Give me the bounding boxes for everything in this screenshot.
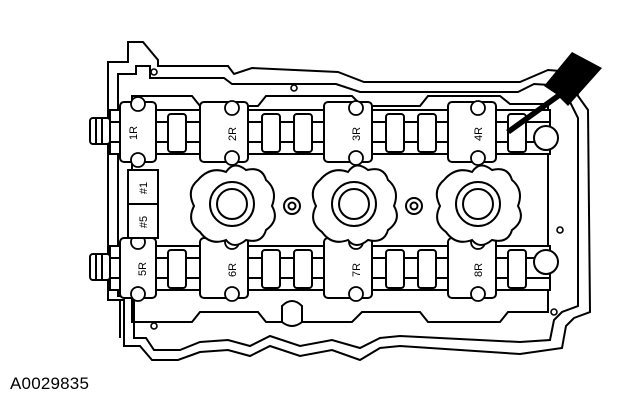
spark-plug-well-1 bbox=[189, 164, 276, 246]
label-5R: 5R bbox=[137, 262, 149, 276]
camshaft-lower bbox=[109, 237, 551, 299]
label-1R: 1R bbox=[128, 126, 140, 140]
label-2R: 2R bbox=[227, 127, 239, 141]
cylinder-head-outline bbox=[107, 41, 592, 362]
camshaft-upper bbox=[109, 101, 551, 163]
flange-holes bbox=[150, 68, 564, 330]
center-bosses bbox=[281, 197, 423, 327]
pointer-arrow bbox=[506, 52, 602, 134]
camshaft-nose-bottom bbox=[89, 253, 111, 281]
label-7R: 7R bbox=[351, 263, 363, 277]
label-4R: 4R bbox=[473, 127, 485, 141]
front-cover-plate bbox=[127, 169, 159, 239]
label-8R: 8R bbox=[473, 263, 485, 277]
cam-carrier-outline bbox=[131, 95, 549, 323]
spark-plug-well-3 bbox=[435, 164, 522, 246]
figure-reference-id: A0029835 bbox=[10, 374, 90, 393]
label-hash-1: #1 bbox=[138, 182, 150, 194]
spark-plug-well-2 bbox=[311, 164, 398, 246]
label-3R: 3R bbox=[351, 127, 363, 141]
label-6R: 6R bbox=[227, 263, 239, 277]
camshaft-nose-top bbox=[89, 117, 111, 145]
label-hash-5: #5 bbox=[138, 216, 150, 228]
right-end-bosses bbox=[533, 125, 559, 275]
